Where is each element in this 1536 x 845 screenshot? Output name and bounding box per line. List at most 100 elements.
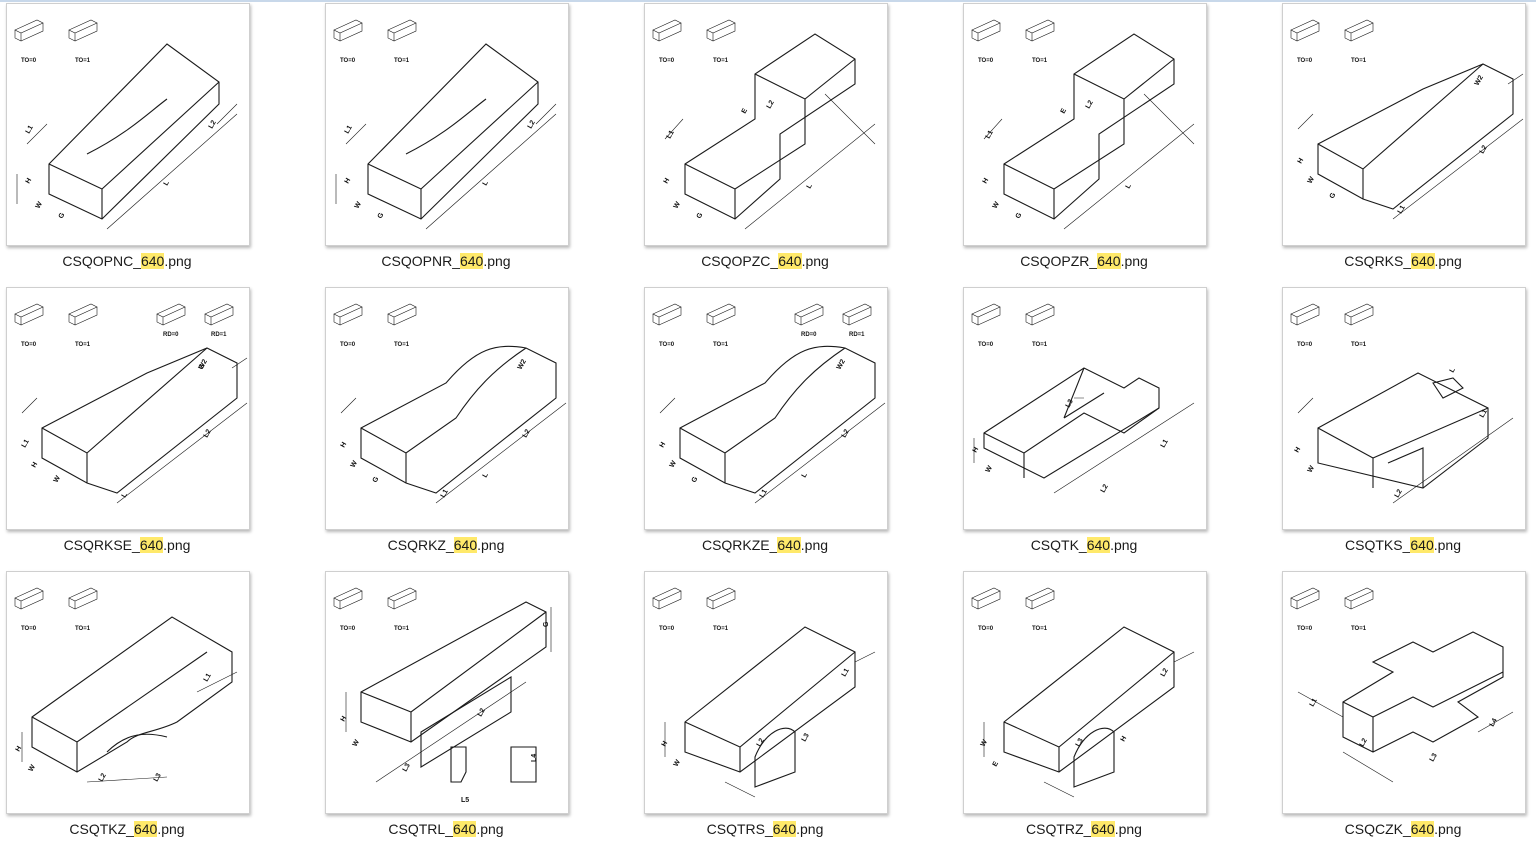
svg-text:L3: L3 <box>1065 398 1075 409</box>
svg-text:TO=0: TO=0 <box>1297 58 1313 64</box>
svg-text:H: H <box>1294 446 1303 454</box>
svg-text:L1: L1 <box>21 438 31 449</box>
svg-text:L: L <box>1449 366 1458 374</box>
svg-text:L: L <box>482 471 491 479</box>
svg-text:L: L <box>806 182 815 190</box>
svg-text:TO=0: TO=0 <box>340 58 356 64</box>
file-extension: .png <box>164 253 192 269</box>
svg-text:L4: L4 <box>1489 717 1499 728</box>
file-name-label: CSQOPNC_640.png <box>0 253 254 269</box>
svg-text:TO=0: TO=0 <box>340 626 356 632</box>
svg-text:TO=0: TO=0 <box>659 342 675 348</box>
svg-text:TO=1: TO=1 <box>1032 342 1048 348</box>
svg-text:W: W <box>350 459 360 469</box>
svg-text:L1: L1 <box>666 129 676 140</box>
svg-text:H: H <box>1297 157 1306 165</box>
file-name-label: CSQTK_640.png <box>957 537 1211 553</box>
search-highlight: 640 <box>778 253 802 269</box>
svg-text:L2: L2 <box>477 707 487 718</box>
svg-text:L2: L2 <box>208 119 218 130</box>
svg-text:L2: L2 <box>1160 667 1170 678</box>
svg-text:L: L <box>801 471 810 479</box>
svg-text:G: G <box>1015 211 1024 220</box>
svg-text:W2: W2 <box>517 358 528 371</box>
file-name-base: CSQTRS_ <box>706 821 773 837</box>
svg-text:L2: L2 <box>1085 99 1095 110</box>
file-extension: .png <box>163 537 191 553</box>
svg-text:W2: W2 <box>836 358 847 371</box>
search-highlight: 640 <box>459 253 484 269</box>
svg-text:TO=0: TO=0 <box>1297 342 1313 348</box>
search-highlight: 640 <box>1411 253 1435 269</box>
svg-text:H: H <box>25 177 34 185</box>
file-name-base: CSQRKS_ <box>1344 253 1412 269</box>
svg-text:W: W <box>985 464 995 474</box>
file-name-label: CSQOPZR_640.png <box>957 253 1211 269</box>
svg-text:L1: L1 <box>25 124 35 135</box>
svg-text:TO=0: TO=0 <box>21 58 37 64</box>
svg-text:L1: L1 <box>1397 204 1407 215</box>
svg-text:L1: L1 <box>344 124 354 135</box>
svg-text:TO=1: TO=1 <box>713 342 729 348</box>
svg-text:H: H <box>344 177 353 185</box>
svg-text:L5: L5 <box>461 797 469 804</box>
svg-text:TO=0: TO=0 <box>21 626 37 632</box>
file-name-label: CSQRKSE_640.png <box>0 537 254 553</box>
window-top-border <box>0 0 1536 2</box>
svg-text:TO=0: TO=0 <box>659 58 675 64</box>
svg-text:TO=1: TO=1 <box>75 342 91 348</box>
svg-text:L2: L2 <box>203 428 213 439</box>
svg-text:L1: L1 <box>1479 408 1489 419</box>
file-extension: .png <box>1120 253 1148 269</box>
svg-text:L1: L1 <box>985 129 995 140</box>
search-highlight: 640 <box>1086 537 1111 553</box>
svg-text:L2: L2 <box>766 99 776 110</box>
file-extension: .png <box>1110 537 1138 553</box>
svg-text:TO=1: TO=1 <box>1351 626 1367 632</box>
svg-text:L2: L2 <box>98 772 108 783</box>
file-extension: .png <box>477 537 505 553</box>
svg-text:TO=1: TO=1 <box>1351 342 1367 348</box>
svg-text:W: W <box>669 459 679 469</box>
svg-text:W: W <box>673 758 683 768</box>
svg-text:W2: W2 <box>198 358 209 371</box>
file-name-base: CSQRKZE_ <box>701 537 778 553</box>
